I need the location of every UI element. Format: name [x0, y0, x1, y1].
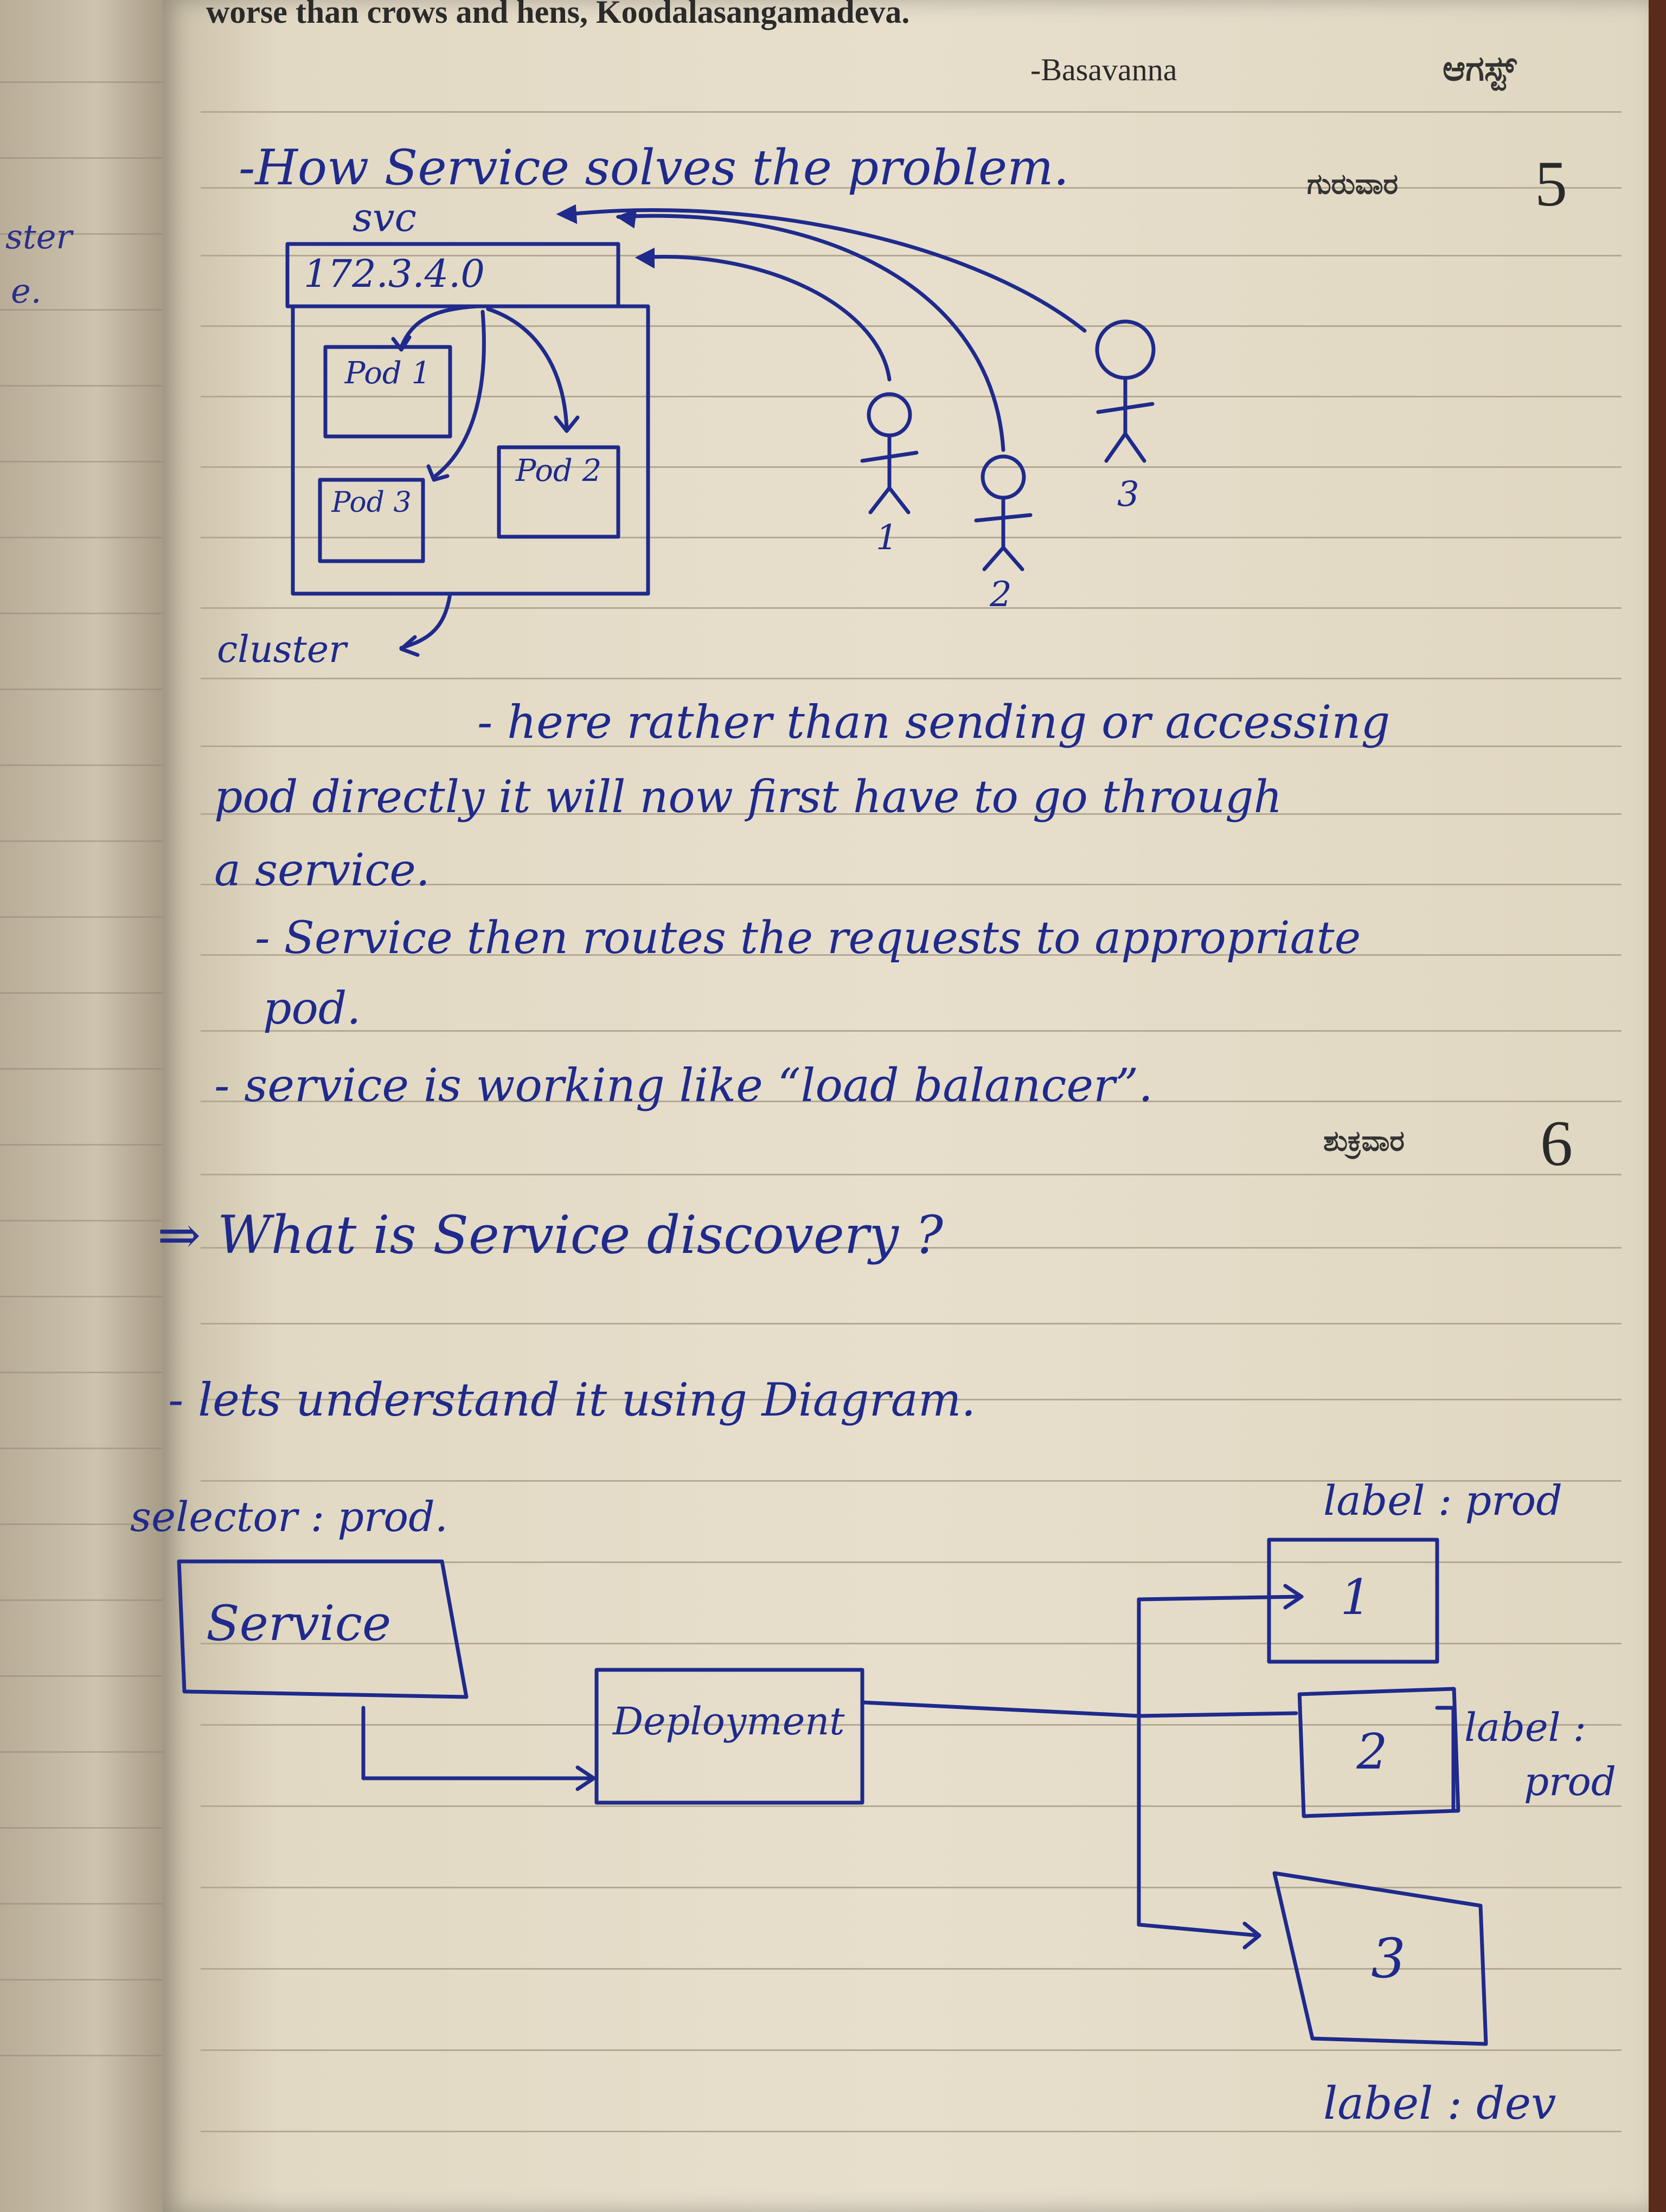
arrow-to-pod-3-box — [1137, 1922, 1260, 1938]
day-number: 6 — [1540, 1107, 1573, 1179]
deployment-box-label: Deployment — [613, 1699, 845, 1744]
arrow-to-pod-1 — [399, 304, 479, 349]
note-line: - here rather than sending or accessing — [477, 696, 1391, 749]
pod-3-box — [318, 478, 425, 563]
day-number: 5 — [1535, 147, 1567, 220]
pod-label: label : prod — [1323, 1476, 1562, 1525]
section-heading: ⇒ What is Service discovery ? — [157, 1205, 943, 1265]
service-ip: 172.3.4.0 — [304, 252, 485, 296]
deployment-box — [594, 1668, 864, 1805]
selector-label: selector : prod. — [130, 1493, 448, 1541]
notebook-page — [163, 0, 1649, 2212]
pod-3-label: Pod 3 — [331, 486, 412, 519]
service-box-label: Service — [206, 1595, 392, 1652]
printed-quote: worse than crows and hens, Koodalasangam… — [206, 0, 910, 30]
pod-label: prod — [1524, 1759, 1616, 1804]
pod-box-2-label: 2 — [1356, 1724, 1388, 1780]
pod-label: label : — [1464, 1705, 1586, 1750]
cluster-box — [291, 304, 650, 596]
weekday-label: ಗುರುವಾರ — [1307, 168, 1398, 201]
arrow-to-pod-2-box — [1137, 1711, 1298, 1718]
request-arrow-user-1 — [638, 255, 892, 382]
left-page-edge: ster e. — [0, 0, 163, 2212]
section-heading: -How Service solves the problem. — [239, 139, 1069, 196]
pod-label: label : dev — [1323, 2078, 1556, 2130]
user-2-label: 2 — [990, 575, 1012, 615]
arrow-to-pod-3 — [432, 310, 486, 479]
pod-1-box — [323, 345, 452, 439]
pod-box-1-label: 1 — [1340, 1569, 1372, 1626]
pod-1-label: Pod 1 — [344, 356, 431, 391]
note-line: a service. — [214, 845, 430, 896]
pod-box-3-label: 3 — [1371, 1927, 1406, 1990]
printed-attribution: -Basavanna — [1030, 52, 1177, 87]
intro-line: - lets understand it using Diagram. — [168, 1373, 976, 1426]
pod-2-label: Pod 2 — [515, 453, 602, 488]
arrow-to-pod-2 — [486, 307, 569, 430]
deployment-line — [860, 1700, 1141, 1718]
note-line: pod directly it will now first have to g… — [214, 771, 1283, 823]
month-label: ಆಗಸ್ಟ್ — [1443, 49, 1517, 89]
request-arrow-user-3 — [567, 208, 1087, 333]
pod-2-box — [497, 445, 620, 539]
service-to-deployment-arrow — [361, 1706, 593, 1780]
note-line: - Service then routes the requests to ap… — [255, 912, 1361, 964]
margin-fragment: ster — [5, 217, 73, 256]
arrow-to-pod-1-box — [1137, 1594, 1304, 1602]
pod-box-3 — [1272, 1871, 1488, 2046]
cluster-label: cluster — [217, 628, 347, 671]
pod-box-1 — [1267, 1538, 1439, 1664]
note-line: pod. — [263, 983, 361, 1034]
note-line: - service is working like “load balancer… — [214, 1059, 1153, 1112]
service-box — [177, 1559, 469, 1699]
arrow-to-cluster-label — [399, 591, 452, 650]
svc-label: svc — [353, 195, 416, 240]
request-arrow-user-2 — [616, 214, 1005, 452]
user-1-label: 1 — [876, 518, 898, 558]
margin-fragment: e. — [11, 271, 42, 311]
weekday-label: ಶುಕ್ರವಾರ — [1323, 1125, 1405, 1158]
user-3-label: 3 — [1117, 474, 1139, 515]
pod-box-2 — [1297, 1687, 1460, 1818]
